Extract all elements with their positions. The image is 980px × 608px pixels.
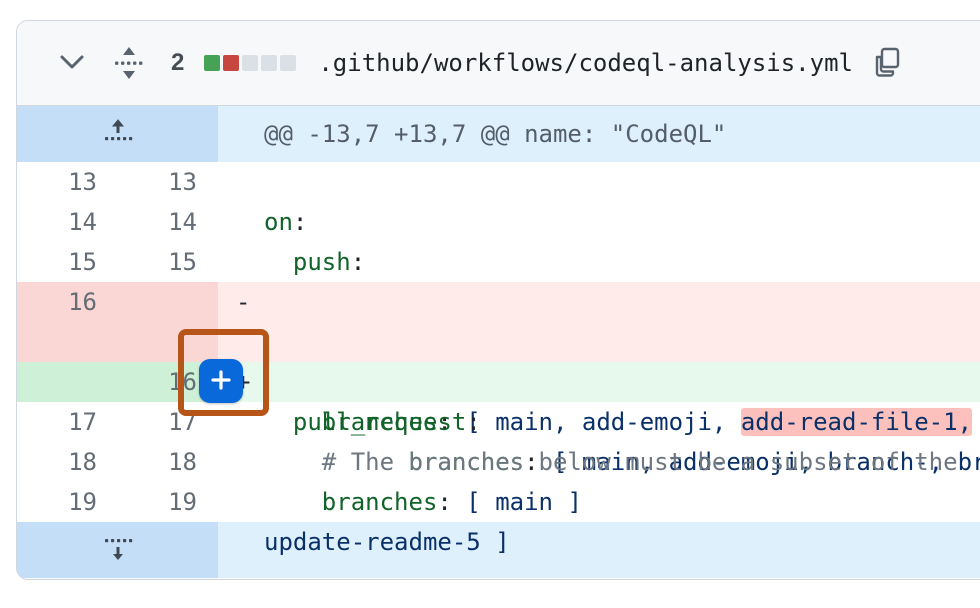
code-token: [ main, add-emoji,	[466, 408, 741, 436]
diff-row-context: 18 18 # The branches below must be a sub…	[17, 442, 980, 482]
removed-word-highlight: add-read-file-1,	[740, 408, 973, 436]
code-token: [ main ]	[466, 488, 582, 516]
code-line: # The branches below must be a subset of…	[218, 442, 980, 482]
new-line-number[interactable]: 13	[168, 168, 197, 196]
code-token: branches	[264, 408, 438, 436]
code-token: :	[466, 408, 481, 436]
code-line: push:	[218, 242, 980, 282]
diffstat-square	[261, 55, 278, 71]
code-token: on	[264, 208, 293, 236]
diff-row-context: 13 13	[17, 162, 980, 202]
code-line: on:	[218, 202, 980, 242]
old-line-number[interactable]: 18	[68, 448, 97, 476]
new-line-number[interactable]: 15	[168, 248, 197, 276]
code-token: branches	[264, 488, 438, 516]
diff-file-panel: 2 .github/workflows/codeql-analysis.yml	[16, 20, 980, 580]
new-line-number[interactable]: 17	[168, 408, 197, 436]
diff-row-context: 14 14 on:	[17, 202, 980, 242]
collapse-file-button[interactable]	[59, 54, 85, 73]
expand-up-icon	[103, 118, 133, 151]
code-token: :	[437, 408, 467, 436]
code-comment: # The branches below must be a subset of…	[264, 448, 958, 476]
expand-row-filler	[218, 522, 980, 578]
hunk-header-text: @@ -13,7 +13,7 @@ name: "CodeQL"	[218, 106, 980, 162]
new-line-number[interactable]	[117, 282, 218, 362]
expand-down-icon	[103, 534, 133, 567]
drag-reorder-icon[interactable]	[113, 45, 145, 81]
expand-hunk-up-button[interactable]	[17, 106, 218, 162]
diffstat-square	[204, 55, 221, 71]
file-header: 2 .github/workflows/codeql-analysis.yml	[17, 21, 980, 106]
plus-icon	[209, 368, 233, 395]
new-line-number[interactable]: 19	[168, 488, 197, 516]
diff-row-added: 16 + branches: [ main, add-emoji, branch…	[17, 362, 980, 476]
code-token: pull_request	[264, 408, 467, 436]
old-line-number[interactable]: 14	[68, 208, 97, 236]
code-line: pull_request:	[218, 402, 980, 442]
new-line-number[interactable]: 14	[168, 208, 197, 236]
file-path: .github/workflows/codeql-analysis.yml	[318, 49, 853, 77]
diffstat-square	[223, 55, 240, 71]
code-token: :	[350, 248, 366, 276]
copy-icon	[871, 46, 903, 81]
expand-row	[17, 522, 980, 578]
old-line-number[interactable]	[17, 362, 117, 402]
deletion-marker: -	[236, 288, 251, 316]
new-line-number[interactable]: 18	[168, 448, 197, 476]
old-line-number[interactable]: 19	[68, 488, 97, 516]
old-line-number[interactable]: 15	[68, 248, 97, 276]
changed-lines-count: 2	[171, 49, 185, 76]
diff-row-context: 15 15 push:	[17, 242, 980, 282]
code-line: - branches: [ main, add-emoji, add-read-…	[218, 282, 980, 556]
code-token: :	[437, 488, 467, 516]
add-line-comment-button[interactable]	[199, 359, 243, 403]
copy-path-button[interactable]	[871, 46, 903, 81]
old-line-number[interactable]: 16	[17, 282, 117, 362]
diffstat-square	[280, 55, 297, 71]
diff-row-context: 17 17 pull_request:	[17, 402, 980, 442]
expand-down-button[interactable]	[17, 522, 218, 578]
diff-row-context: 19 19 branches: [ main ]	[17, 482, 980, 522]
hunk-header-row: @@ -13,7 +13,7 @@ name: "CodeQL"	[17, 106, 980, 162]
code-line	[218, 162, 980, 202]
code-line: + branches: [ main, add-emoji, branch-, …	[218, 362, 980, 476]
diff-row-deleted: 16 - branches: [ main, add-emoji, add-re…	[17, 282, 980, 556]
old-line-number[interactable]: 13	[68, 168, 97, 196]
code-token: :	[292, 208, 308, 236]
code-token: branches	[350, 448, 525, 476]
chevron-down-icon	[59, 54, 85, 73]
old-line-number[interactable]: 17	[68, 408, 97, 436]
code-token: [ main, add-emoji, branch-, branch-	[553, 448, 980, 476]
code-token: push	[264, 248, 351, 276]
code-token: :	[524, 448, 553, 476]
code-line: branches: [ main ]	[218, 482, 980, 522]
diffstat-squares	[204, 55, 297, 71]
code-token: update-readme-5 ]	[264, 528, 510, 556]
diffstat-square	[242, 55, 259, 71]
